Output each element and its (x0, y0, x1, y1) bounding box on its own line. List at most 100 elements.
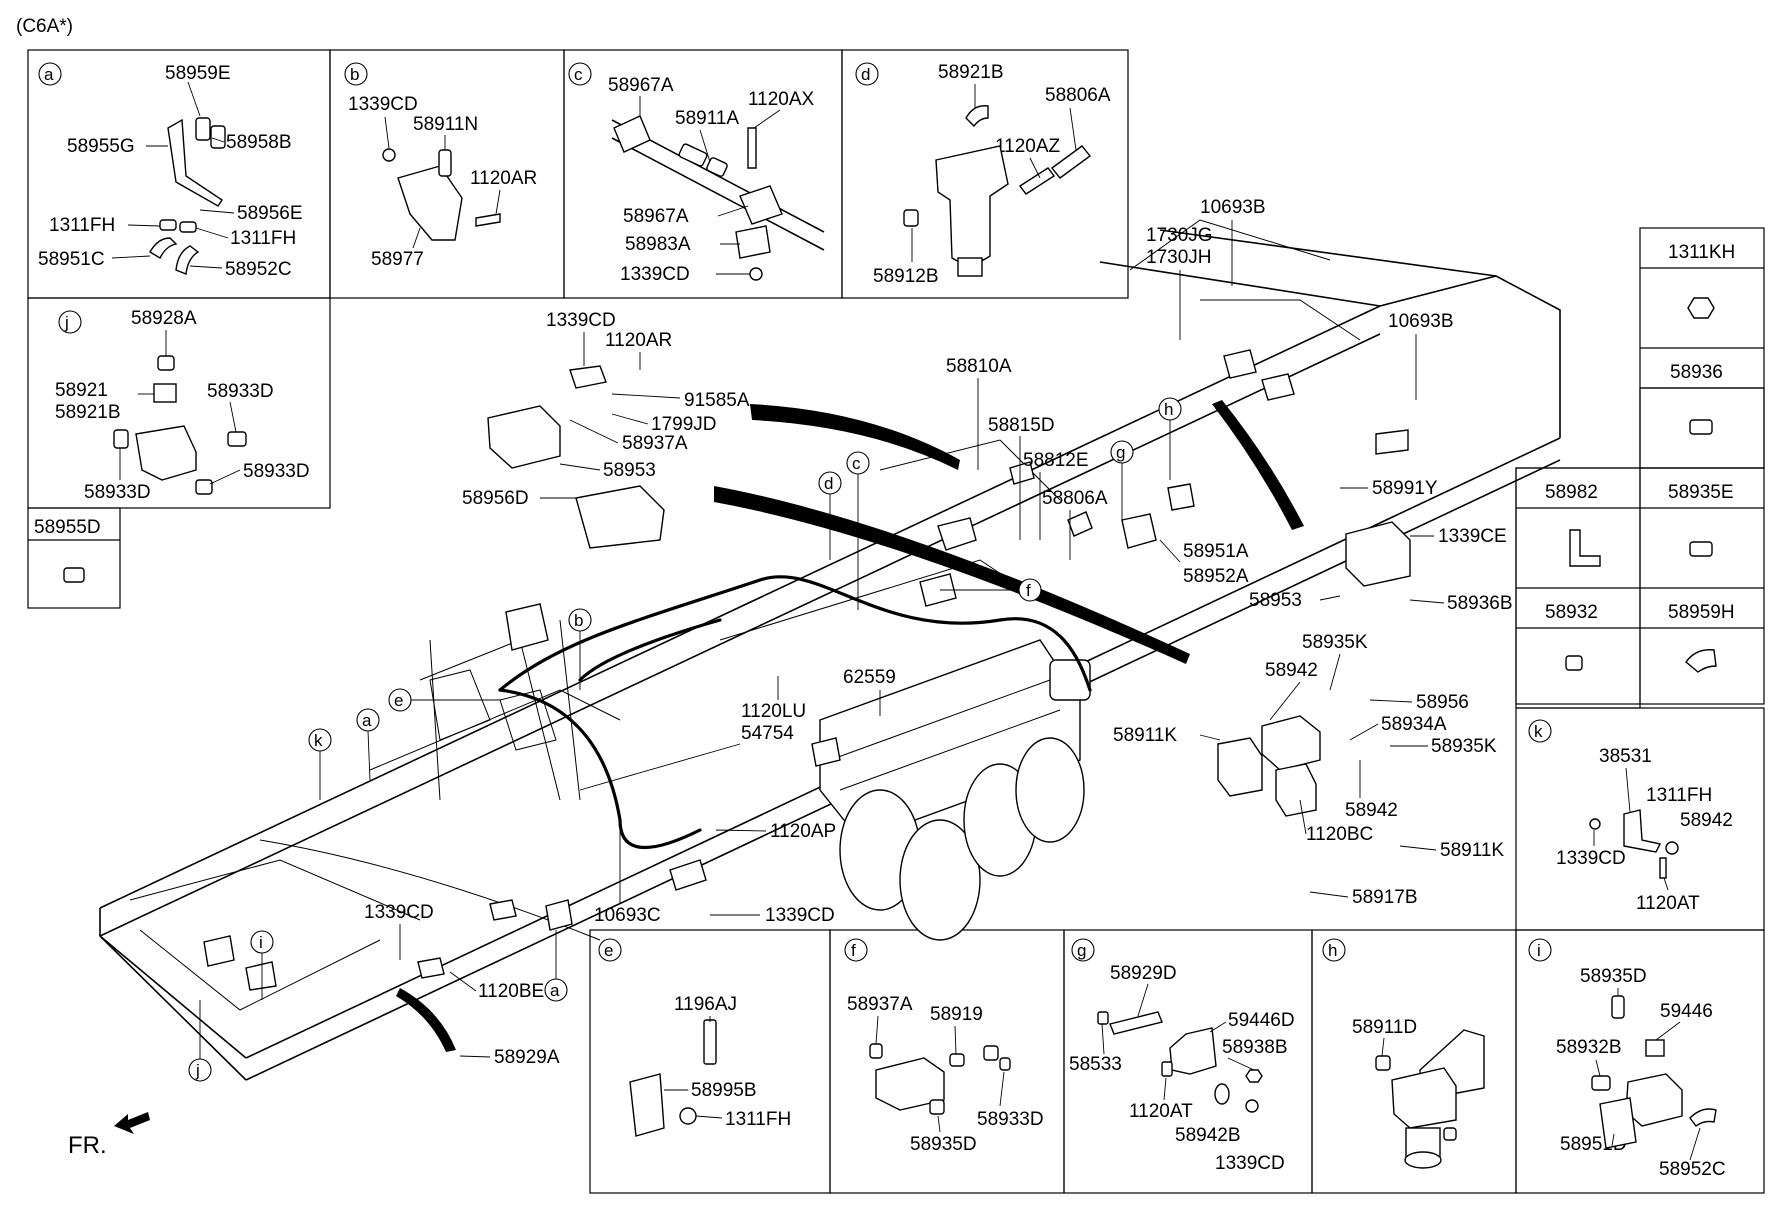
panel-i-letter: i (1537, 941, 1541, 960)
fitting-icon (678, 143, 708, 167)
drawing-stroke (811, 737, 841, 767)
part-label: 1120AT (1129, 1101, 1193, 1122)
fitting-icon (869, 1043, 883, 1059)
leader-line (199, 209, 235, 214)
part-label: 1339CD (1556, 848, 1626, 869)
panel-e: e 1196AJ 58995B 1311FH (598, 938, 791, 1137)
part-label: 58911D (1352, 1017, 1417, 1038)
callout-circle (1528, 719, 1552, 743)
leader-line (495, 189, 501, 215)
part-label: 1120AR (470, 168, 537, 189)
elbow-fitting-icon (175, 245, 200, 275)
nut-icon (1245, 1099, 1259, 1113)
part-label: 1196AJ (674, 994, 737, 1015)
part-label: 58955G (67, 136, 135, 157)
bracket-icon (735, 225, 771, 259)
fitting-icon (983, 1045, 999, 1061)
leader-line (1381, 1037, 1385, 1057)
part-label: 58806A (1042, 488, 1108, 509)
hose-band (1212, 400, 1304, 530)
part-label: 1339CD (364, 902, 434, 923)
leader-line (1269, 681, 1301, 721)
part-label: 1120BE (478, 981, 544, 1002)
tee-fitting-icon (1645, 1039, 1665, 1057)
drawing-stroke (429, 639, 441, 801)
part-label: 1311FH (725, 1109, 791, 1130)
leader-line (717, 205, 749, 217)
leader-line (611, 393, 681, 399)
part-label: 54754 (741, 723, 794, 744)
part-label: 58921B (55, 402, 121, 423)
drawing-stroke (1261, 715, 1321, 771)
bracket-icon (1169, 1027, 1217, 1075)
panel-c-letter: c (574, 65, 583, 84)
part-label: 59446D (1228, 1010, 1295, 1031)
single-parts-right (1515, 227, 1765, 709)
part-label: 58956 (1416, 692, 1469, 713)
drawing-rect (1049, 659, 1091, 701)
part-label: 58967A (623, 206, 689, 227)
part-label: 58912B (873, 266, 939, 287)
leader-line (1069, 107, 1077, 151)
part-label: 58942 (1680, 810, 1733, 831)
part-label: 58933D (207, 381, 274, 402)
fitting-icon (63, 567, 85, 583)
callout-circle (344, 62, 368, 86)
front-label: FR. (68, 1132, 107, 1159)
panel-i: i 58935D 59446 58932B 58951D 58952C (1528, 938, 1726, 1180)
part-label: 58929A (494, 1047, 560, 1068)
drawing-rect (1515, 929, 1765, 1194)
part-label: 1120AR (605, 330, 672, 351)
part-label: h (1164, 400, 1173, 419)
leader-line (189, 265, 223, 269)
panel-j-letter: j (64, 313, 69, 332)
callout-circle (598, 938, 622, 962)
drawing-stroke (919, 573, 957, 607)
nut-icon (1665, 841, 1679, 855)
part-label: 58953 (603, 460, 656, 481)
drawing-stroke (499, 689, 557, 751)
drawing-rect (27, 507, 121, 609)
drawing-ellipse (1015, 737, 1085, 843)
panel-h-letter: h (1328, 941, 1337, 960)
valve-port-icon (1404, 1151, 1442, 1169)
chassis-frame (99, 219, 1561, 1081)
leader-line (753, 109, 781, 129)
part-label: 1120AT (1636, 893, 1700, 914)
callout-circle (1071, 938, 1095, 962)
hose-band (396, 988, 456, 1052)
panel-a: a 58959E 58955G 58958B 58956E 1311FH 131… (38, 62, 303, 280)
bracket-icon (397, 165, 463, 241)
part-label: 58934A (1381, 714, 1447, 735)
part-label: a (550, 981, 560, 1000)
callout-circle (855, 62, 879, 86)
drawing-stroke (1121, 513, 1157, 549)
part-label: 58942 (1345, 800, 1398, 821)
drawing-stroke (1009, 461, 1035, 485)
leader-line (1399, 845, 1437, 851)
part-label: j (195, 1061, 200, 1080)
panel-d: d 58921B 58806A 1120AZ 58912B (855, 62, 1111, 287)
leader-line (1349, 723, 1379, 741)
valve-base-icon (957, 257, 983, 277)
bracket-icon (167, 118, 223, 207)
elbow-fitting-icon (965, 105, 989, 128)
part-label: 1120AZ (995, 136, 1061, 157)
part-label: 1120LU (741, 701, 806, 722)
leader-line (195, 227, 229, 239)
valve-body-icon (1391, 1067, 1457, 1129)
panel-k-letter: k (1534, 722, 1543, 741)
nut-icon (749, 267, 763, 281)
leader-line (229, 401, 237, 433)
clamp-icon (739, 185, 783, 225)
drawing-stroke (569, 365, 607, 389)
callout-circle (844, 938, 868, 962)
part-label: 58933D (84, 482, 151, 503)
part-label: 62559 (843, 667, 896, 688)
part-label: 58935D (910, 1134, 977, 1155)
part-label: 1339CD (1215, 1153, 1285, 1174)
leader-line (211, 137, 225, 143)
bolt-icon (475, 213, 501, 227)
part-label: 1339CD (348, 94, 418, 115)
leader-line (937, 1115, 941, 1133)
